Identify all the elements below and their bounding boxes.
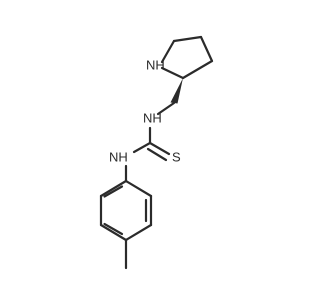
bond-ch2-nh-upper xyxy=(156,101,176,116)
bond-c-nh-lower xyxy=(132,141,152,154)
bond-aryl-inner-3 xyxy=(103,185,124,198)
bond-aryl-c1-c2 xyxy=(124,179,153,198)
ring-nh-label: NH xyxy=(146,57,165,72)
bond-ring-c5-c4 xyxy=(172,35,203,43)
bond-ring-c2-n xyxy=(160,66,185,80)
bond-ring-n-c5 xyxy=(160,39,176,64)
bond-aryl-c4-c5 xyxy=(99,223,128,242)
amine-nh-lower-label: NH xyxy=(109,149,128,164)
bond-aryl-inner-2 xyxy=(103,222,124,236)
sulfur-label: S xyxy=(172,149,181,164)
amine-nh-upper-label: NH xyxy=(143,110,162,125)
bond-c-s-2 xyxy=(146,147,168,162)
wedge-bond xyxy=(170,78,183,104)
bond-c-s-1 xyxy=(148,141,171,156)
molecule-diagram: NH NH NH S xyxy=(99,35,214,270)
bond-aryl-c6-c1 xyxy=(99,179,128,198)
bond-aryl-c3-c4 xyxy=(124,223,153,242)
bond-ring-c4-c3 xyxy=(199,35,214,63)
structure-canvas: NH NH NH S xyxy=(99,35,214,270)
bond-ring-c3-c2 xyxy=(181,59,214,80)
